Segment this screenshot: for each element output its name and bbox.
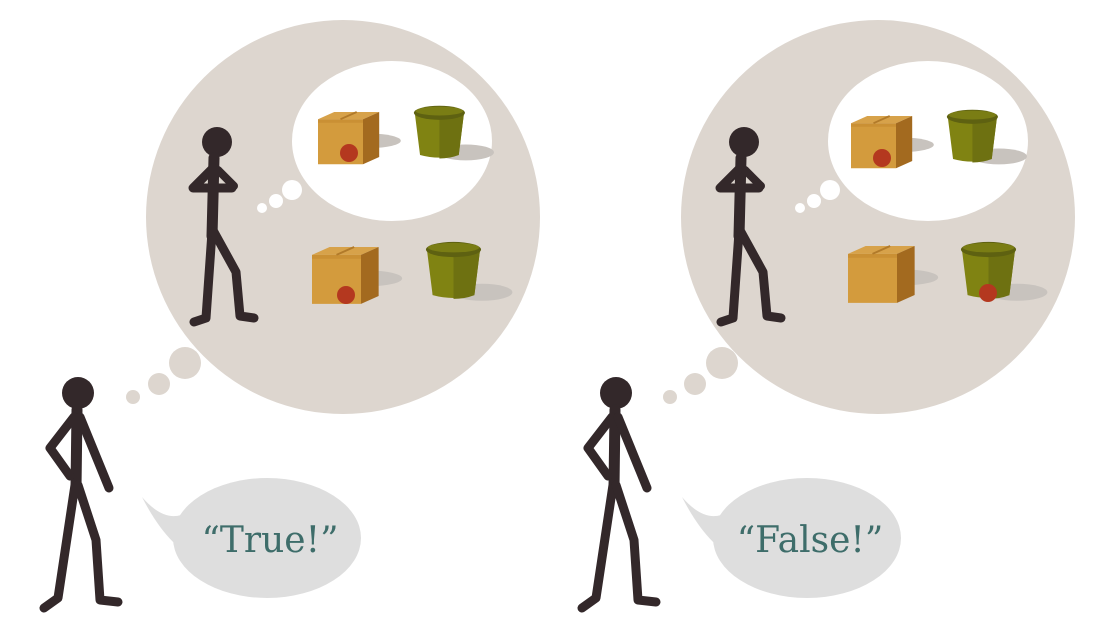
belief-dot xyxy=(269,194,283,208)
belief-dot xyxy=(282,180,302,200)
speech-text-true: “True!” xyxy=(202,520,339,561)
speech-bubble xyxy=(682,478,901,598)
belief-dot xyxy=(820,180,840,200)
thought-dot xyxy=(684,373,706,395)
thought-dot xyxy=(126,390,140,404)
thought-dot xyxy=(148,373,170,395)
observer-figure xyxy=(39,377,123,613)
belief-dot xyxy=(807,194,821,208)
observer-figure xyxy=(577,377,661,613)
reality-ball xyxy=(337,286,355,304)
speech-text-false: “False!” xyxy=(737,520,884,561)
speech-bubble xyxy=(142,478,361,598)
belief-dot xyxy=(795,203,805,213)
imagined-figure xyxy=(188,127,259,327)
thought-dot xyxy=(706,347,738,379)
belief-ball xyxy=(340,144,358,162)
true-panel: “True!” xyxy=(39,20,540,613)
belief-ball xyxy=(873,149,891,167)
reality-ball xyxy=(979,284,997,302)
imagined-figure xyxy=(715,127,786,327)
thought-dot xyxy=(663,390,677,404)
belief-dot xyxy=(257,203,267,213)
false-panel: “False!” xyxy=(577,20,1075,613)
thought-dot xyxy=(169,347,201,379)
